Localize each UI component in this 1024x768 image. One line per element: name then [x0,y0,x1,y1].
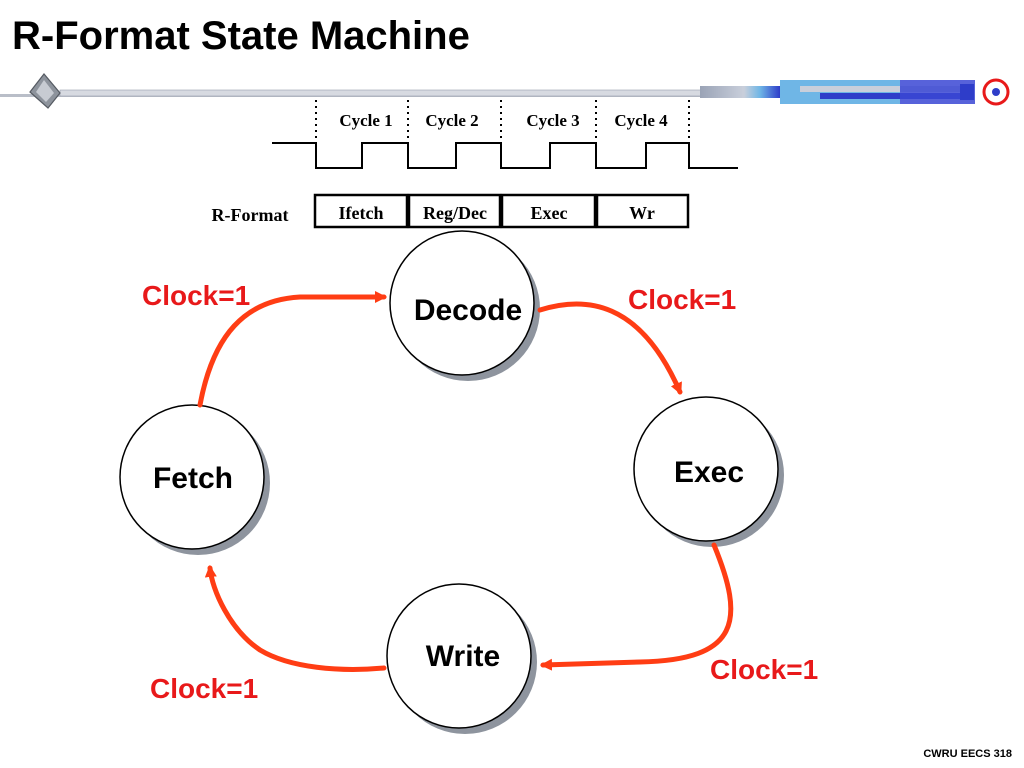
cycle-label-1: Cycle 1 [339,111,392,130]
state-write: Write [386,583,537,734]
arrow-fetch-to-decode [197,291,387,408]
cycle-label-4: Cycle 4 [614,111,668,130]
state-decode-label: Decode [414,294,522,327]
arrow-write-to-fetch [204,565,387,672]
pipeline-stages [313,193,690,229]
transition-label-fetch-decode: Clock=1 [142,280,250,311]
cycle-label-2: Cycle 2 [425,111,478,130]
footer-label: CWRU EECS 318 [923,748,1012,760]
header-decoration [0,78,1010,106]
state-exec: Exec [633,396,784,547]
arrow-decode-to-exec [537,301,683,395]
arrow-exec-to-write [540,542,734,671]
slide-title: R-Format State Machine [12,14,470,58]
state-fetch-label: Fetch [153,462,233,495]
stage-reg-dec: Reg/Dec [423,203,487,223]
starfleet-logo-icon [29,73,61,109]
state-write-label: Write [426,640,500,673]
stage-exec: Exec [531,203,568,223]
state-exec-label: Exec [674,456,744,489]
stage-ifetch: Ifetch [339,203,384,223]
pipeline-row-label: R-Format [212,205,289,225]
cycle-separators [315,100,690,144]
transition-label-write-fetch: Clock=1 [150,673,258,704]
transition-label-decode-exec: Clock=1 [628,284,736,315]
cycle-label-3: Cycle 3 [526,111,579,130]
stage-wr: Wr [629,203,655,223]
clock-waveform [272,142,738,169]
state-fetch: Fetch [119,404,270,555]
state-decode: Decode [389,230,540,381]
transition-label-exec-write: Clock=1 [710,654,818,685]
